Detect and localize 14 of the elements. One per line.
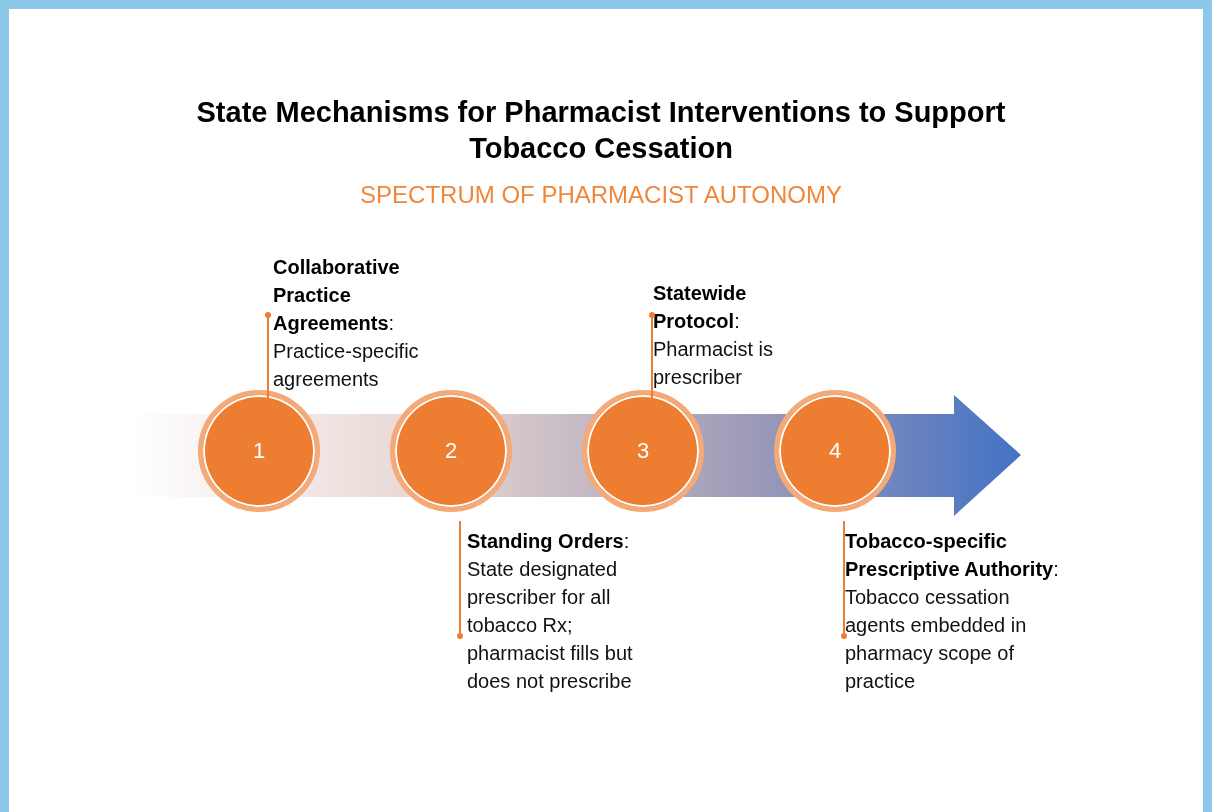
leader-line xyxy=(841,520,847,639)
subtitle: SPECTRUM OF PHARMACIST AUTONOMY xyxy=(359,181,843,209)
step-circle: 4 xyxy=(774,390,896,512)
step-description: Collaborative Practice Agreements: Practice-specific agreements xyxy=(273,253,463,393)
title: State Mechanisms for Pharmacist Interventions to Support Tobacco Cessation xyxy=(195,95,1007,166)
leader-line xyxy=(457,520,463,639)
leader-line xyxy=(649,312,655,400)
step-description: Tobacco-specific Prescriptive Authority: Tobacco cessation agents embedded in pharmacy scope of practice xyxy=(845,527,1065,695)
step-circle: 1 xyxy=(198,390,320,512)
step-circle: 2 xyxy=(390,390,512,512)
step-circle: 3 xyxy=(582,390,704,512)
leader-line xyxy=(265,312,271,400)
step-description: Standing Orders: State designated prescriber for all tobacco Rx; pharmacist fills but does not prescribe xyxy=(467,527,657,695)
step-description: Statewide Protocol: Pharmacist is prescriber xyxy=(653,279,803,391)
